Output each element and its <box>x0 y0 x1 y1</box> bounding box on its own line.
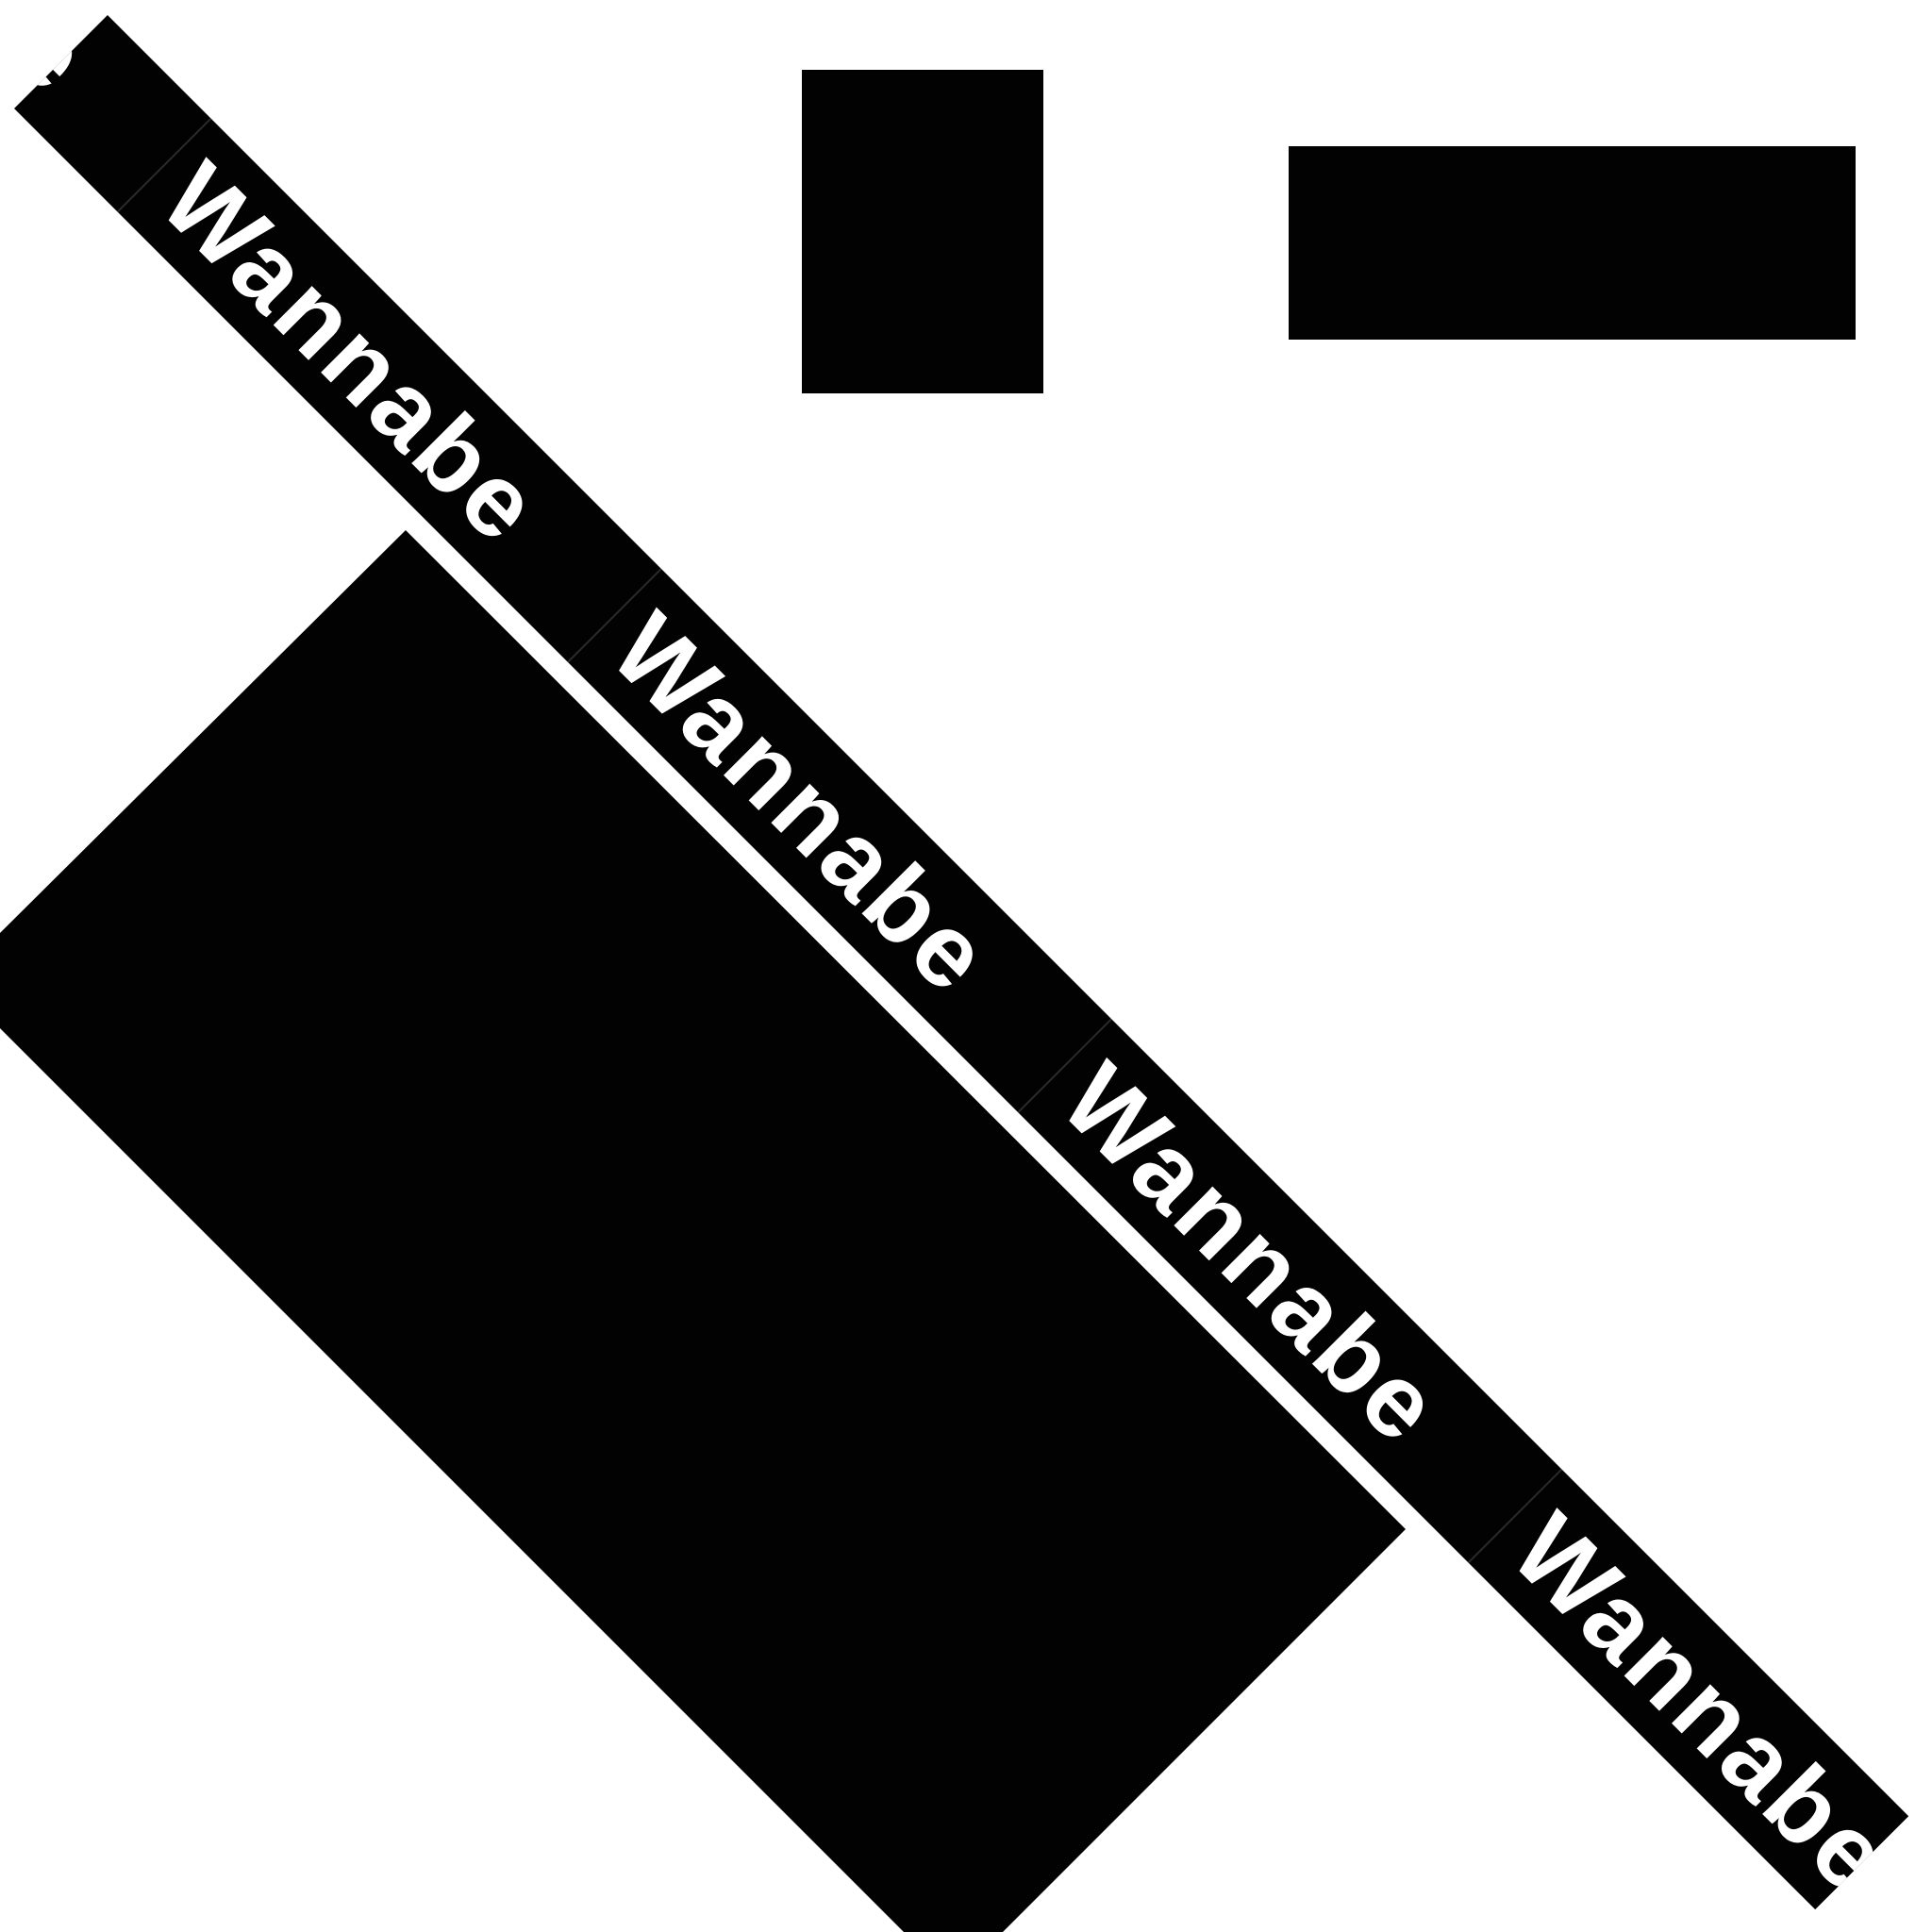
banner-separator <box>567 568 662 663</box>
tall-black-rectangle <box>802 70 1043 393</box>
banner-separator <box>1017 1018 1112 1113</box>
banner-strip <box>14 15 1909 1910</box>
banner-separator <box>1467 1468 1563 1564</box>
banner-word: Wannabe <box>140 142 564 566</box>
banner-word: Wannabe <box>1491 1492 1915 1917</box>
large-tilted-black-rectangle <box>0 530 1406 1932</box>
wide-black-rectangle <box>1289 146 1856 340</box>
banner-separator <box>116 117 212 213</box>
